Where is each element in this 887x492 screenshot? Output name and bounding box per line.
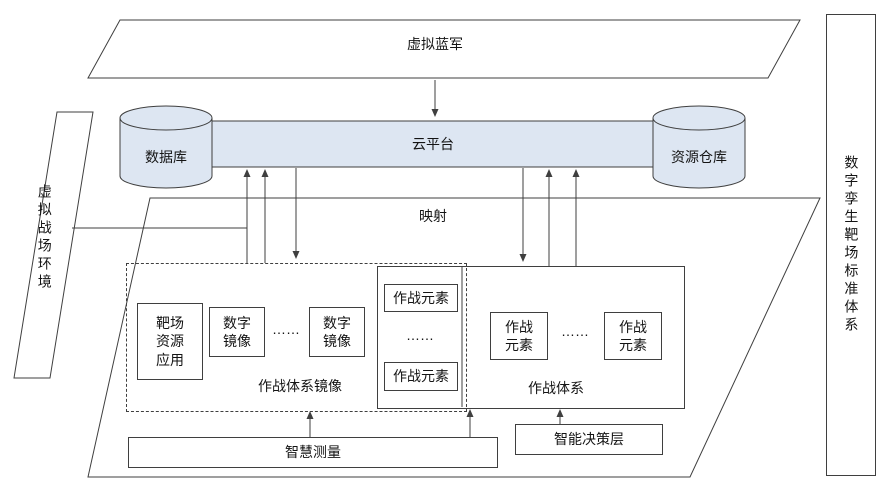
database-cylinder-top [119, 105, 213, 131]
combat-element-left-box: 作战 元素 [490, 312, 548, 360]
virtual-blue-army-label: 虚拟蓝军 [407, 36, 463, 52]
combat-system-mirror-label: 作战体系镜像 [258, 378, 342, 394]
virtual-battlefield-plane [13, 111, 94, 379]
combat-system-label: 作战体系 [528, 380, 584, 396]
resource-repository-cylinder-top [652, 105, 746, 131]
resource-repository-cylinder-body [652, 118, 746, 189]
combat-element-right-box: 作战 元素 [604, 312, 662, 360]
database-cylinder [119, 105, 213, 189]
digital-mirror-box-1: 数字 镜像 [209, 307, 265, 357]
standard-system-panel: 数字孪生靶场标准体系 [826, 14, 876, 476]
database-cylinder-body [119, 118, 213, 189]
mapping-plane [87, 197, 821, 478]
overlap-ellipsis: …… [406, 327, 434, 343]
combat-element-bottom-box: 作战元素 [384, 362, 458, 391]
digital-mirror-box-2: 数字 镜像 [309, 307, 365, 357]
cloud-platform-label: 云平台 [412, 136, 454, 152]
range-resource-app-box: 靶场 资源 应用 [137, 303, 203, 380]
standard-system-label: 数字孪生靶场标准体系 [843, 155, 860, 335]
resource-repository-label: 资源仓库 [671, 149, 727, 165]
combat-element-top-box: 作战元素 [384, 284, 458, 312]
resource-repository-cylinder [652, 105, 746, 189]
database-label: 数据库 [145, 149, 187, 165]
intelligent-decision-box: 智能决策层 [515, 424, 663, 455]
virtual-blue-army-plane [87, 19, 801, 79]
combat-system-mirror-box [126, 263, 467, 412]
mirror-ellipsis: …… [272, 321, 300, 337]
combat-system-box [377, 266, 685, 409]
mapping-label: 映射 [419, 208, 447, 224]
virtual-battlefield-env-label: 虚拟战场环境 [36, 184, 53, 292]
system-ellipsis: …… [561, 323, 589, 339]
smart-measurement-box: 智慧测量 [128, 437, 498, 468]
